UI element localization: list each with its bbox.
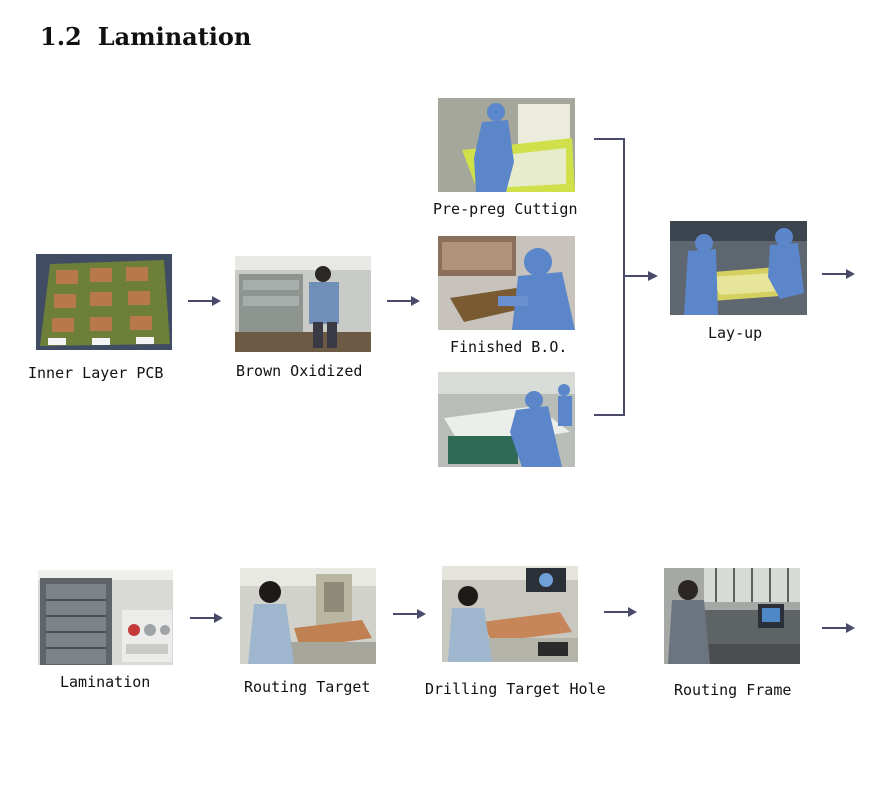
routing-frame-photo <box>664 568 800 664</box>
section-title-text: Lamination <box>97 22 252 51</box>
brown-oxidized-label: Brown Oxidized <box>236 362 363 380</box>
lay-up-photo <box>670 221 807 315</box>
arrow-icon <box>190 613 223 623</box>
finished-bo-label: Finished B.O. <box>450 338 568 356</box>
lamination-press-photo <box>38 570 173 665</box>
arrow-icon <box>393 609 426 619</box>
arrow-icon <box>604 607 637 617</box>
section-title: 1.2 Lamination <box>40 22 251 51</box>
arrow-icon <box>188 296 221 306</box>
routing-target-label: Routing Target <box>244 678 371 696</box>
section-number: 1.2 <box>40 22 82 51</box>
inner-layer-pcb-label: Inner Layer PCB <box>28 364 164 382</box>
arrow-icon <box>822 623 855 633</box>
lamination-label: Lamination <box>60 673 151 691</box>
drilling-target-hole-label: Drilling Target Hole <box>425 680 606 698</box>
arrow-icon <box>822 269 855 279</box>
pre-preg-cutting-photo <box>438 98 575 192</box>
inner-layer-pcb-photo <box>36 254 172 350</box>
drilling-target-hole-photo <box>442 566 578 662</box>
brown-oxidized-photo <box>235 256 371 352</box>
finished-bo-photo <box>438 236 575 330</box>
arrow-icon <box>387 296 420 306</box>
routing-frame-label: Routing Frame <box>674 681 792 699</box>
copper-foil-photo <box>438 372 575 467</box>
routing-target-photo <box>240 568 376 664</box>
pre-preg-cutting-label: Pre-preg Cuttign <box>433 200 578 218</box>
lay-up-label: Lay-up <box>708 324 763 342</box>
